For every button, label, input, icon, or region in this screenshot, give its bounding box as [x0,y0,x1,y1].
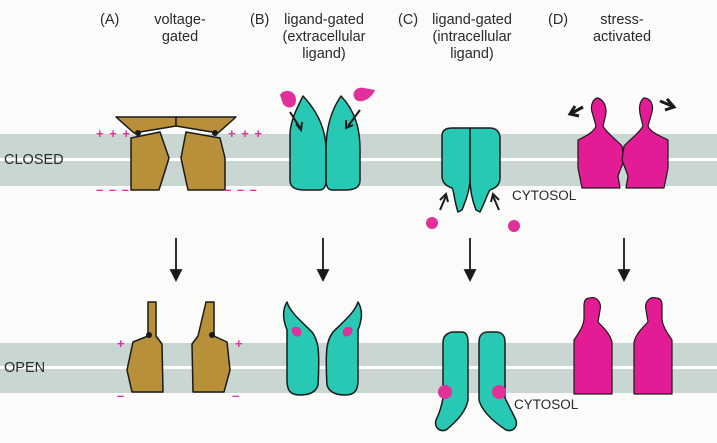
bound-ligand-right [342,326,353,337]
cytosol-label-closed: CYTOSOL [512,188,577,203]
header-b-line3: ligand) [302,46,346,62]
tension-arrow-left [571,105,584,115]
charge-minus-right-closed: – – – [224,182,258,197]
ext-ligand-subunit-left-closed [289,95,327,191]
header-a-letter: (A) [100,12,120,28]
voltage-hinge-left [135,130,141,136]
voltage-subunit-left-open [126,301,164,393]
charge-minus-left-open: – [117,388,126,403]
transition-arrows [169,238,631,283]
ext-ligand-channel-closed [289,95,361,191]
stress-subunit-left-closed [577,97,625,189]
header-c-line2: (intracellular [432,29,512,45]
ext-ligand-subunit-left-open [282,301,320,396]
header-a-line2: gated [161,29,199,45]
stress-subunit-right-open [633,297,673,395]
charge-plus-left-open: + [117,336,126,351]
charge-plus-right-closed: + + + [228,126,263,141]
voltage-channel-closed [115,116,237,191]
tension-arrow-right [659,99,673,108]
header-b-title: ligand-gated (extracellular ligand) [272,12,376,63]
int-ligand-right [508,220,520,232]
header-b-letter: (B) [250,12,270,28]
int-ligand-subunit-left-open [434,331,469,432]
stress-subunit-right-closed [621,97,669,189]
voltage-hinge-right [212,130,218,136]
voltage-subunit-right-closed [180,131,226,191]
int-ligand-subunit-right-open [478,331,518,432]
bound-int-ligand-right [492,385,506,399]
int-ligand-channel-open [434,331,518,432]
charge-minus-right-open: – [232,388,241,403]
voltage-subunit-right-open [191,301,231,393]
voltage-gate-right-closed [175,116,237,134]
header-c-line3: ligand) [450,46,494,62]
stress-channel-closed [577,97,669,189]
cytosol-label-open: CYTOSOL [514,397,579,412]
int-ligand-channel-closed [441,127,501,213]
header-a-title: voltage- gated [130,12,230,46]
bound-ligand-left [291,326,302,337]
int-ligand-subunit-left-closed [441,127,471,213]
charge-minus-left-closed: – – – [96,182,130,197]
header-c-letter: (C) [398,12,419,28]
header-d-line2: activated [592,29,652,45]
stress-subunit-left-open [573,297,613,395]
header-c-title: ligand-gated (intracellular ligand) [420,12,524,63]
stress-channel-open [573,297,673,395]
header-d-title: stress- activated [572,12,672,46]
ext-ligand-subunit-right-closed [325,95,361,191]
ext-ligand-channel-open [282,301,363,396]
int-ligand-left [426,217,438,229]
ext-ligand-subunit-right-open [325,301,363,396]
row-label-open: OPEN [4,360,46,376]
charge-plus-right-open: + [235,336,244,351]
voltage-subunit-left-closed [130,131,170,191]
ligand-right [353,87,375,102]
header-d-letter: (D) [548,12,569,28]
voltage-channel-open [126,301,231,393]
header-d-line1: stress- [600,12,644,28]
header-b-line1: ligand-gated [284,12,364,28]
bound-int-ligand-left [438,385,452,399]
row-label-closed: CLOSED [4,152,64,168]
header-a-line1: voltage- [154,12,206,28]
int-ligand-subunit-right-closed [469,127,501,213]
charge-plus-left-closed: + + + [96,126,131,141]
header-b-line2: (extracellular [282,29,366,45]
header-c-line1: ligand-gated [432,12,512,28]
ligand-left [280,90,296,108]
